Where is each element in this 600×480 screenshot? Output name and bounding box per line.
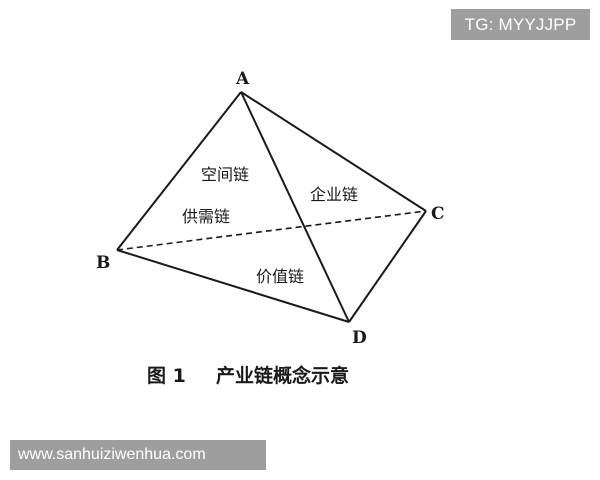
face-label-enterprise-chain: 企业链 (310, 185, 358, 204)
edge-c-d (348, 210, 427, 323)
face-label-value-chain: 价值链 (256, 267, 304, 286)
figure-title: 产业链概念示意 (216, 364, 349, 387)
edge-a-b (116, 91, 242, 251)
vertex-label-a: A (235, 69, 250, 89)
edge-a-d (240, 91, 350, 323)
watermark-bottom: www.sanhuiziwenhua.com (10, 440, 266, 470)
vertex-label-c: C (431, 204, 445, 224)
watermark-top: TG: MYYJJPP (451, 9, 590, 40)
vertex-label-d: D (352, 328, 367, 348)
face-label-spatial-chain: 空间链 (201, 165, 249, 184)
edge-b-c-dashed (116, 210, 427, 251)
edge-b-d (116, 249, 350, 323)
face-label-supply-demand-chain: 供需链 (182, 207, 230, 226)
edge-a-c (240, 91, 427, 212)
figure-number: 图 1 (147, 365, 186, 387)
vertex-label-b: B (96, 253, 110, 273)
